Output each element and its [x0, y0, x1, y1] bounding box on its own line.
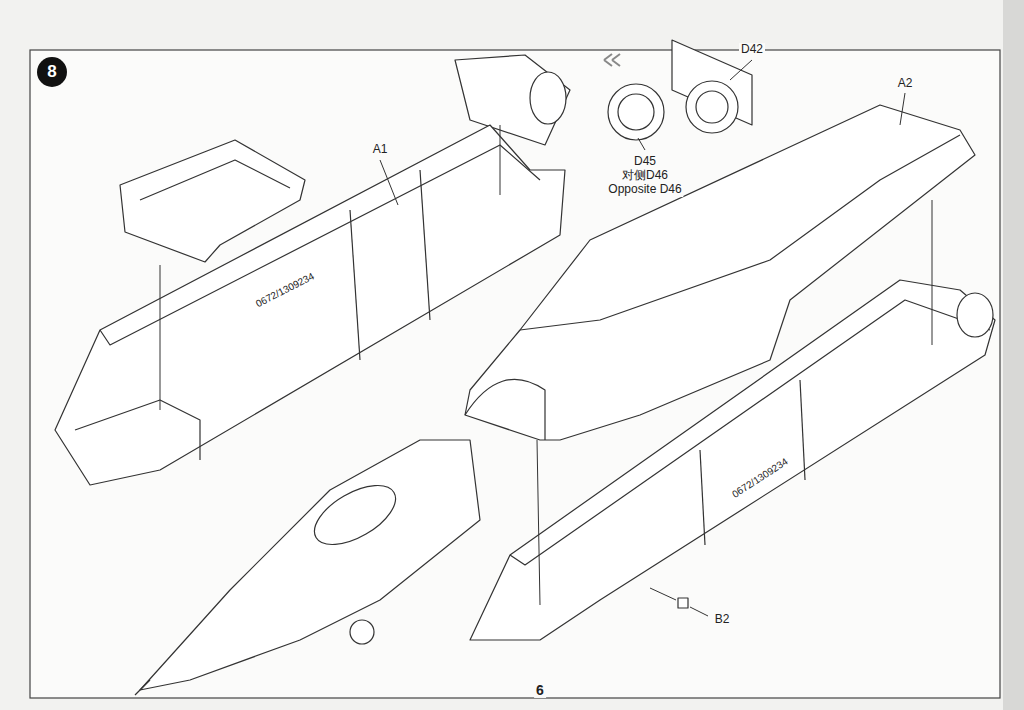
small-part [678, 598, 688, 608]
nose-section [140, 440, 480, 690]
nose-wheel [350, 620, 374, 644]
part-number: Opposite D46 [606, 183, 683, 197]
step-number: 8 [37, 57, 67, 87]
nozzle [608, 84, 664, 140]
direction-arrow [604, 54, 620, 66]
fuselage-half [470, 280, 995, 640]
page-number: 6 [534, 682, 546, 698]
scan-edge [1003, 0, 1024, 710]
part-number: D42 [739, 43, 765, 57]
part-number: A2 [896, 77, 915, 91]
part-number: B2 [713, 613, 732, 627]
canopy-opening [305, 473, 405, 556]
part-number: A1 [371, 143, 390, 157]
step-frame [30, 50, 1000, 698]
step-number-text: 8 [47, 62, 56, 82]
fuselage-half-a1 [55, 125, 565, 485]
part-number: D45 [632, 155, 658, 169]
intake-duct [455, 55, 570, 145]
nozzle [686, 81, 738, 133]
part-number: 对侧D46 [620, 169, 670, 183]
